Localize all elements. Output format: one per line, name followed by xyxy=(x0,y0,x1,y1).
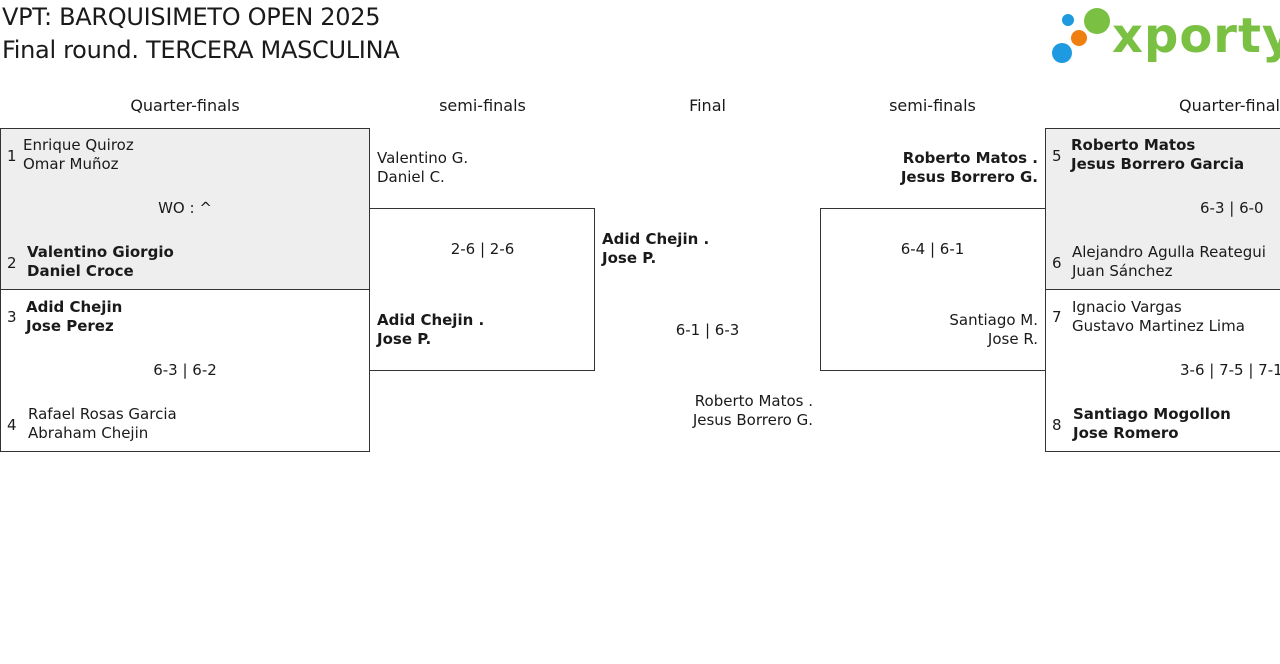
qf-score-1: WO : ^ xyxy=(158,199,212,217)
qf-team-5-player-2: Jesus Borrero Garcia xyxy=(1071,155,1245,173)
qf-team-3-player-2: Jose Perez xyxy=(26,317,114,335)
qf-match-3 xyxy=(1045,128,1280,290)
qf-score-3: 6-3 | 6-0 xyxy=(1200,199,1264,217)
seed-number: 3 xyxy=(7,308,17,326)
seed-number: 8 xyxy=(1052,416,1062,434)
sf-right-bracket xyxy=(820,208,1046,371)
round-title: Final round. TERCERA MASCULINA xyxy=(2,36,400,64)
qf-team-5-player-1: Roberto Matos xyxy=(1071,136,1196,154)
qf-team-6-player-2: Juan Sánchez xyxy=(1072,262,1173,280)
sf-right-top-player-2: Jesus Borrero G. xyxy=(900,168,1038,186)
sf-left-score: 2-6 | 2-6 xyxy=(450,240,515,258)
qf-team-4-player-1: Rafael Rosas Garcia xyxy=(28,405,177,423)
qf-team-1-player-1: Enrique Quiroz xyxy=(23,136,134,154)
sf-left-bottom-player-2: Jose P. xyxy=(377,330,432,348)
qf-team-2-player-2: Daniel Croce xyxy=(27,262,134,280)
sf-left-bracket xyxy=(369,208,595,371)
qf-team-8-player-2: Jose Romero xyxy=(1073,424,1179,442)
xporty-logo: xporty xyxy=(1050,4,1280,68)
qf-team-2-player-1: Valentino Giorgio xyxy=(27,243,174,261)
qf-team-6-player-1: Alejandro Agulla Reategui xyxy=(1072,243,1266,261)
seed-number: 6 xyxy=(1052,254,1062,272)
sf-left-top-player-1: Valentino G. xyxy=(377,149,469,167)
logo-text: xporty xyxy=(1112,8,1280,64)
column-header-sf-right: semi-finals xyxy=(889,96,976,115)
seed-number: 2 xyxy=(7,254,17,272)
sf-right-top-player-1: Roberto Matos . xyxy=(902,149,1038,167)
final-top-player-1: Adid Chejin . xyxy=(602,230,710,248)
qf-team-3-player-1: Adid Chejin xyxy=(26,298,123,316)
column-header-qf-left: Quarter-finals xyxy=(130,96,240,115)
column-header-sf-left: semi-finals xyxy=(439,96,526,115)
qf-team-8-player-1: Santiago Mogollon xyxy=(1073,405,1231,423)
final-score: 6-1 | 6-3 xyxy=(675,321,740,339)
seed-number: 4 xyxy=(7,416,17,434)
qf-match-1 xyxy=(0,128,370,290)
final-bottom-player-1: Roberto Matos . xyxy=(694,392,813,410)
qf-score-4: 3-6 | 7-5 | 7-10 xyxy=(1180,361,1280,379)
qf-team-7-player-2: Gustavo Martinez Lima xyxy=(1072,317,1245,335)
qf-team-7-player-1: Ignacio Vargas xyxy=(1072,298,1182,316)
qf-team-4-player-2: Abraham Chejin xyxy=(28,424,149,442)
final-bottom-player-2: Jesus Borrero G. xyxy=(692,411,813,429)
sf-left-bottom-player-1: Adid Chejin . xyxy=(377,311,485,329)
sf-right-bottom-player-2: Jose R. xyxy=(987,330,1038,348)
seed-number: 7 xyxy=(1052,308,1062,326)
column-header-final: Final xyxy=(689,96,726,115)
sf-right-bottom-player-1: Santiago M. xyxy=(949,311,1038,329)
tournament-title: VPT: BARQUISIMETO OPEN 2025 xyxy=(2,3,381,31)
seed-number: 1 xyxy=(7,147,17,165)
xporty-logo-dots-icon xyxy=(1052,8,1110,63)
qf-match-4 xyxy=(1045,289,1280,452)
sf-right-score: 6-4 | 6-1 xyxy=(900,240,965,258)
final-top-player-2: Jose P. xyxy=(602,249,657,267)
qf-score-2: 6-3 | 6-2 xyxy=(153,361,217,379)
sf-left-top-player-2: Daniel C. xyxy=(377,168,445,186)
seed-number: 5 xyxy=(1052,147,1062,165)
qf-team-1-player-2: Omar Muñoz xyxy=(23,155,119,173)
column-header-qf-right: Quarter-final xyxy=(1178,96,1280,115)
